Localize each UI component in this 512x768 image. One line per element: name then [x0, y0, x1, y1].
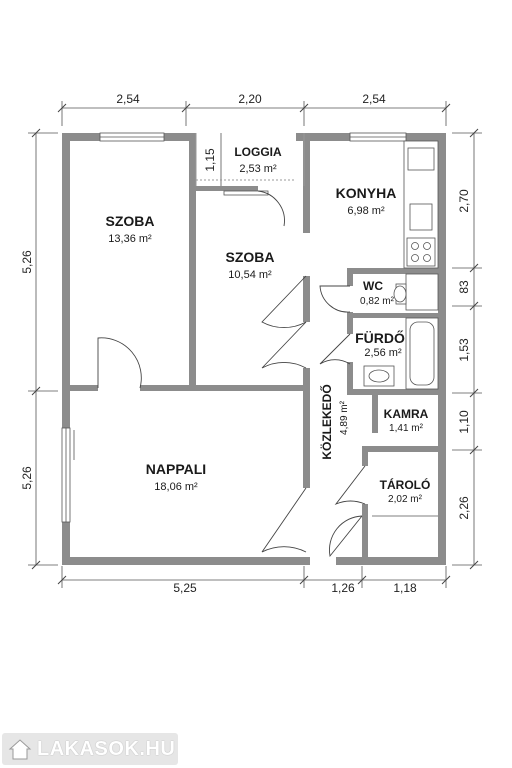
dim-right-5: 2,26 [457, 496, 471, 520]
dimension-lines [28, 101, 482, 588]
dim-bottom-2: 1,26 [331, 581, 355, 595]
dim-right-3: 1,53 [457, 338, 471, 362]
room-name-konyha: KONYHA [336, 185, 397, 201]
dim-bottom-1: 5,25 [173, 581, 197, 595]
room-area-szoba1: 13,36 m² [108, 233, 152, 245]
dim-left-2: 5,26 [20, 466, 34, 490]
room-name-furdo: FÜRDŐ [355, 329, 405, 346]
room-area-kamra: 1,41 m² [389, 423, 424, 434]
room-area-szoba2: 10,54 m² [228, 269, 272, 281]
room-name-loggia: LOGGIA [234, 145, 282, 159]
room-name-nappali: NAPPALI [146, 461, 206, 477]
dim-right-1: 2,70 [457, 189, 471, 213]
room-area-wc: 0,82 m² [360, 296, 395, 307]
dim-left-1: 5,26 [20, 250, 34, 274]
dim-right-4: 1,10 [457, 410, 471, 434]
watermark: LAKASOK.HU [2, 733, 178, 765]
room-area-tarolo: 2,02 m² [388, 494, 423, 505]
kitchen-counter [403, 140, 439, 269]
room-area-loggia: 2,53 m² [239, 163, 277, 175]
dim-right-2: 83 [457, 280, 471, 294]
dim-bottom-3: 1,18 [393, 581, 417, 595]
dimension-ticks [31, 103, 479, 585]
room-name-szoba2: SZOBA [226, 249, 275, 265]
room-name-wc: WC [363, 279, 383, 293]
room-area-konyha: 6,98 m² [347, 205, 385, 217]
room-area-kozlekedo: 4,89 m² [339, 400, 350, 435]
dim-loggia-depth: 1,15 [203, 148, 217, 172]
dim-top-2: 2,20 [238, 92, 262, 106]
watermark-text: LAKASOK.HU [37, 737, 176, 760]
room-area-furdo: 2,56 m² [364, 347, 402, 359]
room-name-szoba1: SZOBA [106, 213, 155, 229]
room-name-kozlekedo: KÖZLEKEDŐ [319, 384, 334, 459]
bathroom-fixtures [363, 273, 439, 390]
dim-top-3: 2,54 [362, 92, 386, 106]
dim-top-1: 2,54 [116, 92, 140, 106]
house-icon [8, 739, 32, 760]
window-lines [65, 136, 406, 522]
room-name-kamra: KAMRA [384, 407, 429, 421]
door-swings [97, 190, 366, 558]
room-area-nappali: 18,06 m² [154, 481, 198, 493]
room-name-tarolo: TÁROLÓ [380, 477, 431, 492]
loggia-railing [195, 133, 305, 186]
